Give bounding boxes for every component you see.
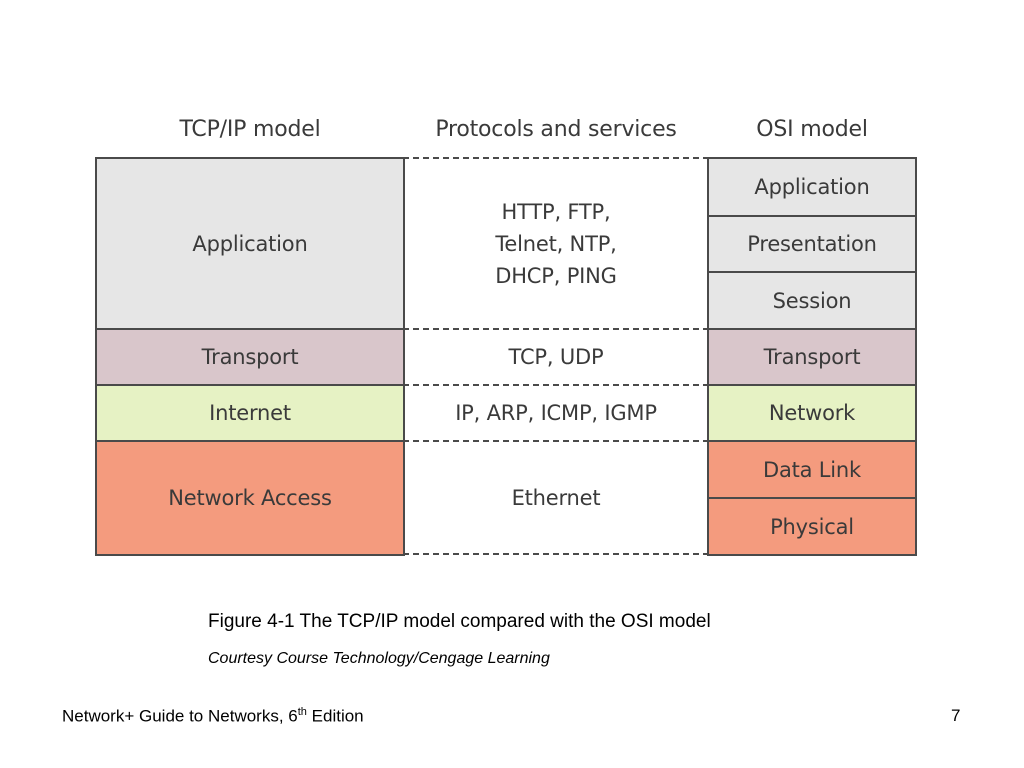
protocols-application: HTTP, FTP, Telnet, NTP, DHCP, PING <box>495 199 617 288</box>
osi-layer-session: Session <box>707 271 917 330</box>
footer-title-suffix: Edition <box>306 706 364 726</box>
dashed-divider-3 <box>403 440 709 442</box>
protocols-network-access: Ethernet <box>511 486 601 510</box>
tcpip-layer-network-access: Network Access <box>95 440 405 556</box>
tcpip-layer-application: Application <box>95 157 405 330</box>
tcpip-layer-transport: Transport <box>95 328 405 386</box>
osi-layer-physical: Physical <box>707 497 917 556</box>
dashed-divider-top <box>403 157 709 159</box>
footer-title-sup: th <box>297 706 307 718</box>
osi-layer-presentation: Presentation <box>707 215 917 273</box>
footer-book-title: Network+ Guide to Networks, 6th Edition <box>62 706 364 727</box>
protocols-services-header: Protocols and services <box>435 117 677 142</box>
dashed-divider-1 <box>403 328 709 330</box>
osi-layer-data-link: Data Link <box>707 440 917 499</box>
osi-layer-network: Network <box>707 384 917 442</box>
tcpip-model-header: TCP/IP model <box>179 117 321 142</box>
figure-credit: Courtesy Course Technology/Cengage Learn… <box>208 650 550 667</box>
osi-layer-application: Application <box>707 157 917 217</box>
osi-model-header: OSI model <box>756 117 868 142</box>
page-number: 7 <box>951 706 961 725</box>
protocols-internet: IP, ARP, ICMP, IGMP <box>455 401 657 425</box>
osi-layer-transport: Transport <box>707 328 917 386</box>
dashed-divider-2 <box>403 384 709 386</box>
footer-title-prefix: Network+ Guide to Networks, 6 <box>62 706 298 726</box>
protocols-transport: TCP, UDP <box>508 345 604 369</box>
dashed-divider-bottom <box>403 553 709 555</box>
figure-caption: Figure 4-1 The TCP/IP model compared wit… <box>208 611 711 632</box>
tcpip-layer-internet: Internet <box>95 384 405 442</box>
